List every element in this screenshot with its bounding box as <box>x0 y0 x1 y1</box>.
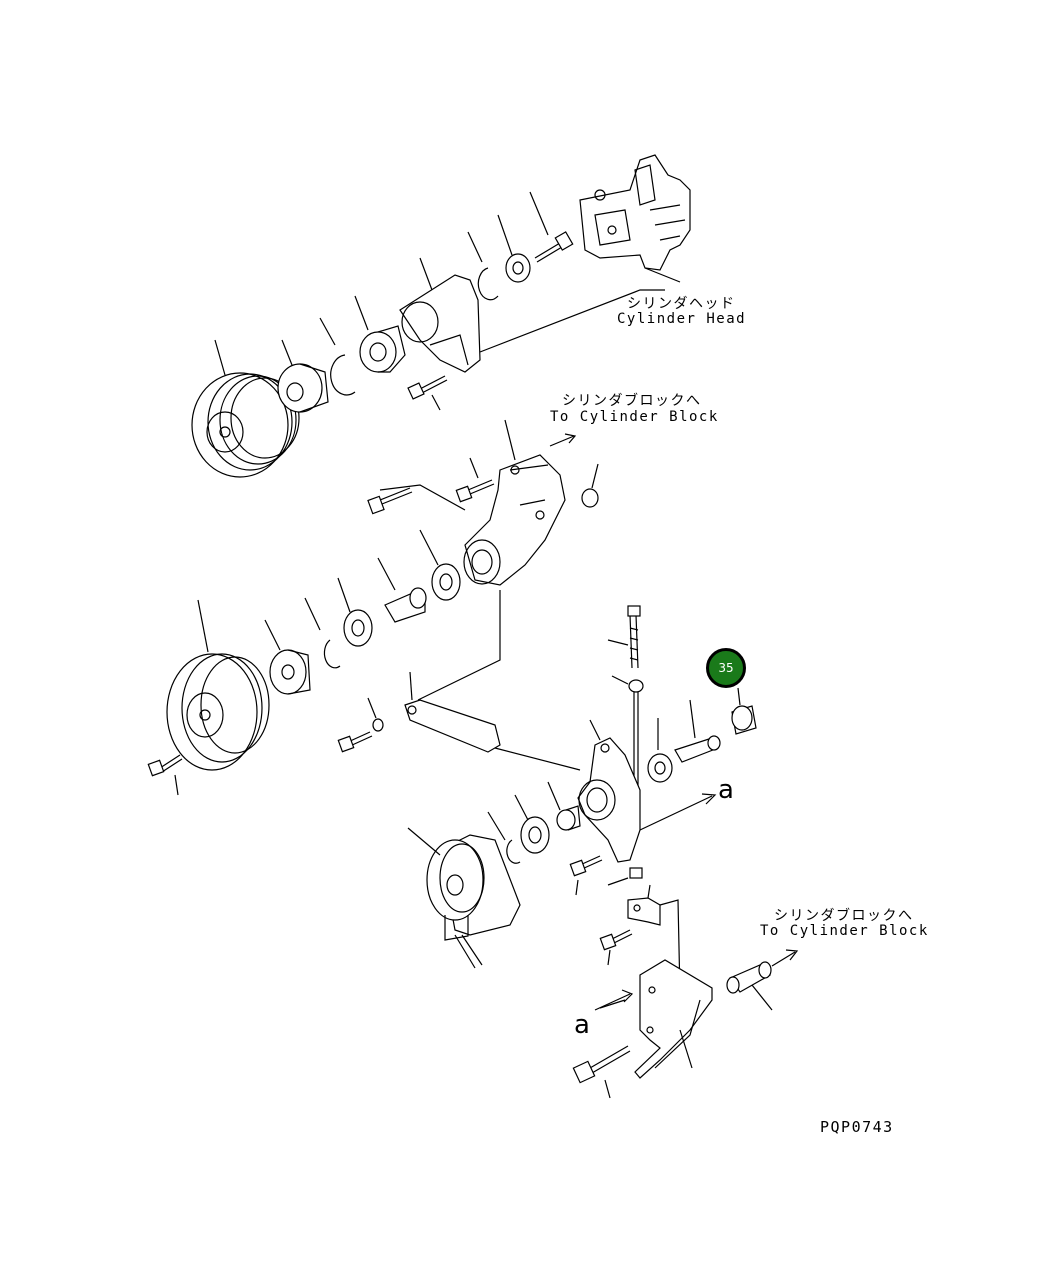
middle-plug <box>581 463 599 508</box>
reference-a-lower: a <box>574 1010 590 1040</box>
tensioner-pulley <box>407 827 521 969</box>
link-washer <box>367 697 384 732</box>
middle-shaft <box>377 557 427 623</box>
lower-bolt <box>572 1045 631 1099</box>
link-arm <box>404 590 501 753</box>
cylinder-head-label-en: Cylinder Head <box>617 311 747 327</box>
cylinder-head-label-jp: シリンダヘッド <box>627 296 736 312</box>
arrow-to-block-top <box>549 433 577 447</box>
middle-snap-ring <box>304 597 341 669</box>
tensioner-bearing <box>647 718 673 783</box>
upper-pulley <box>191 339 300 478</box>
tensioner-bolt-3 <box>599 929 633 966</box>
tensioner-cap <box>731 687 757 735</box>
lower-bracket <box>599 959 713 1079</box>
tensioner-spacer <box>547 781 581 831</box>
lower-spacer <box>726 961 773 1011</box>
tensioner-nut <box>607 867 643 886</box>
upper-bolt-2 <box>407 375 448 411</box>
upper-idler-housing <box>399 257 481 373</box>
to-cylinder-block-label-en-top: To Cylinder Block <box>550 409 719 425</box>
to-cylinder-block-label-jp-top: シリンダブロックへ <box>562 393 702 409</box>
part-callout-35[interactable]: 35 <box>706 648 746 688</box>
middle-bolt-3 <box>147 754 183 796</box>
leader-line <box>479 289 665 353</box>
upper-bolt <box>529 191 574 263</box>
middle-bearing-2 <box>337 577 373 647</box>
link-bolt <box>337 731 373 753</box>
tensioner-snap-ring <box>487 811 521 864</box>
to-cylinder-block-label-jp-bottom: シリンダブロックへ <box>774 908 914 924</box>
middle-bolt-2 <box>455 457 495 503</box>
middle-hub <box>264 619 311 695</box>
upper-hub <box>277 339 329 413</box>
middle-pulley <box>166 599 270 771</box>
upper-snap-ring <box>319 317 356 396</box>
drawing-code: PQP0743 <box>820 1118 894 1136</box>
upper-washer <box>497 214 531 283</box>
to-cylinder-block-label-en-bottom: To Cylinder Block <box>760 923 929 939</box>
reference-a-upper: a <box>718 775 734 805</box>
tensioner-bearing-2 <box>514 794 550 854</box>
cylinder-head <box>579 154 691 283</box>
upper-snap-ring-2 <box>467 231 499 301</box>
tensioner-body <box>494 719 641 863</box>
upper-bearing <box>354 295 406 373</box>
tensioner-bolt <box>607 605 641 669</box>
middle-bolt-1 <box>367 487 413 515</box>
lower-arrow-block <box>771 949 799 967</box>
tensioner-pin <box>674 699 721 763</box>
tensioner-arrow-a <box>639 793 717 831</box>
lower-arrow-a <box>594 989 634 1011</box>
middle-bearing-1 <box>419 529 461 601</box>
tensioner-bolt-2 <box>569 855 603 896</box>
middle-bracket <box>379 419 566 586</box>
